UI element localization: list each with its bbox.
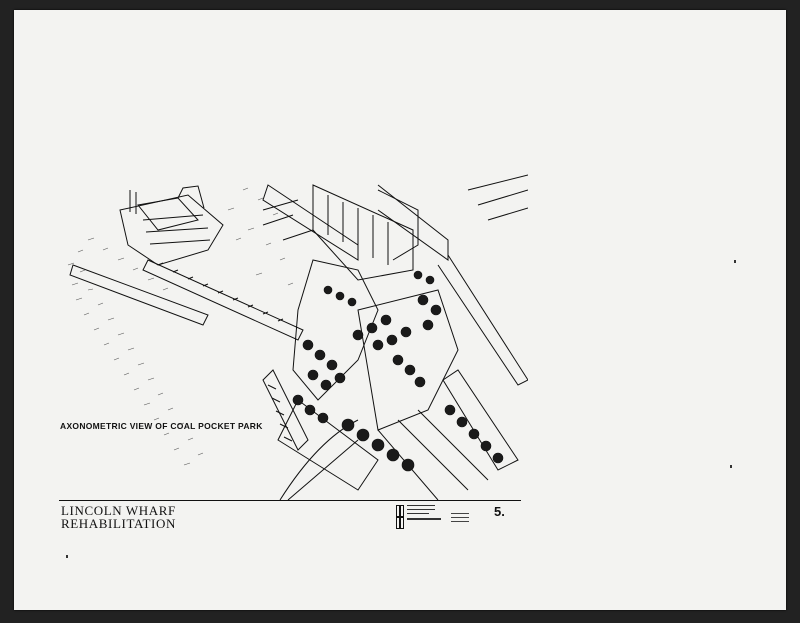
project-title-line-2: REHABILITATION — [61, 516, 176, 531]
project-title: LINCOLN WHARF REHABILITATION — [61, 504, 176, 530]
architect-firm-block — [396, 504, 486, 534]
title-block-rule — [59, 500, 521, 501]
axonometric-drawing — [67, 174, 528, 500]
drawing-sheet: AXONOMETRIC VIEW OF COAL POCKET PARK LIN… — [14, 10, 786, 610]
paper-speck — [730, 465, 732, 468]
project-title-line-1: LINCOLN WHARF — [61, 503, 176, 518]
firm-fine-print — [407, 505, 441, 522]
drawing-caption: AXONOMETRIC VIEW OF COAL POCKET PARK — [60, 421, 263, 431]
drawing-meta-fine-print — [451, 513, 469, 525]
firm-logo-icon — [396, 505, 404, 529]
paper-speck — [66, 555, 68, 558]
paper-speck — [734, 260, 736, 263]
sheet-number: 5. — [494, 504, 505, 519]
